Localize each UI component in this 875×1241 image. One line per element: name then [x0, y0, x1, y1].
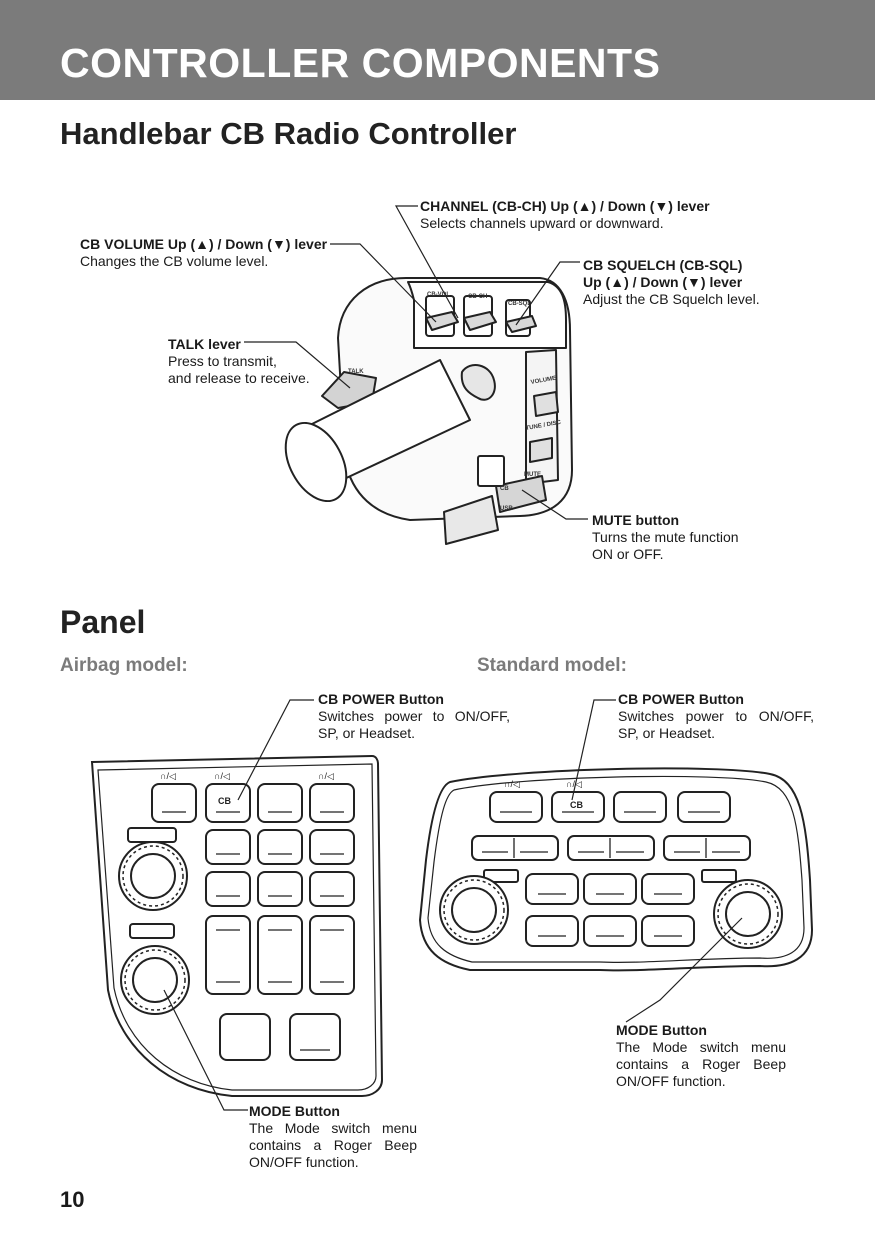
page-number: 10	[60, 1187, 85, 1212]
leader-standard-power	[571, 699, 616, 801]
header-bar	[0, 0, 875, 100]
airbag-icon-label-2: ∩/◁	[214, 771, 230, 781]
standard-icon-label-1: ∩/◁	[504, 779, 520, 789]
callout-volume-lever: CB VOLUME Up (▲) / Down (▼) lever Change…	[80, 236, 328, 269]
standard-cb-label: CB	[570, 800, 583, 810]
airbag-panel: ∩/◁ ∩/◁ ∩/◁ CB	[90, 699, 384, 1111]
label-cb-ch: CB-CH	[468, 294, 487, 300]
section-title-panel: Panel	[60, 604, 146, 640]
heading-airbag-model: Airbag model:	[60, 655, 188, 676]
leader-airbag-mode	[163, 989, 248, 1111]
callout-squelch-lever: CB SQUELCH (CB-SQL) Up (▲) / Down (▼) le…	[583, 257, 760, 307]
callout-channel-lever: CHANNEL (CB-CH) Up (▲) / Down (▼) lever …	[420, 198, 710, 231]
leader-channel	[394, 205, 459, 319]
label-cb: CB	[500, 486, 509, 492]
page-title: CONTROLLER COMPONENTS	[60, 40, 661, 86]
standard-cb-power-button	[551, 791, 605, 823]
section-title-handlebar: Handlebar CB Radio Controller	[60, 116, 517, 151]
label-usr: USR	[500, 506, 513, 512]
callout-mute-button: MUTE button Turns the mute function ON o…	[592, 512, 739, 562]
leader-mute	[521, 489, 588, 520]
standard-panel: ∩/◁ ∩/◁ CB	[418, 699, 814, 1023]
heading-standard-model: Standard model:	[477, 655, 627, 676]
callout-standard-mode: MODE Button The Mode switch menu contain…	[616, 1022, 786, 1089]
airbag-cb-label: CB	[218, 796, 231, 806]
label-cb-sql: CB-SQL	[508, 301, 531, 307]
callout-talk-lever: TALK lever Press to transmit, and releas…	[168, 336, 310, 386]
label-cb-vol: CB-VOL	[427, 292, 450, 298]
leader-volume	[330, 243, 437, 323]
leader-squelch	[515, 261, 580, 326]
callout-airbag-mode: MODE Button The Mode switch menu contain…	[249, 1103, 417, 1170]
callout-standard-power: CB POWER Button Switches power to ON/OFF…	[618, 691, 814, 741]
label-volume: VOLUME	[530, 376, 556, 386]
label-mute: MUTE	[524, 472, 541, 478]
airbag-icon-label-1: ∩/◁	[160, 771, 176, 781]
callout-airbag-power: CB POWER Button Switches power to ON/OFF…	[318, 691, 510, 741]
label-talk: TALK	[348, 369, 364, 375]
leader-talk	[244, 341, 351, 389]
airbag-icon-label-3: ∩/◁	[318, 771, 334, 781]
leader-airbag-power	[237, 699, 314, 801]
standard-icon-label-2: ∩/◁	[566, 779, 582, 789]
leader-standard-mode	[625, 917, 743, 1023]
